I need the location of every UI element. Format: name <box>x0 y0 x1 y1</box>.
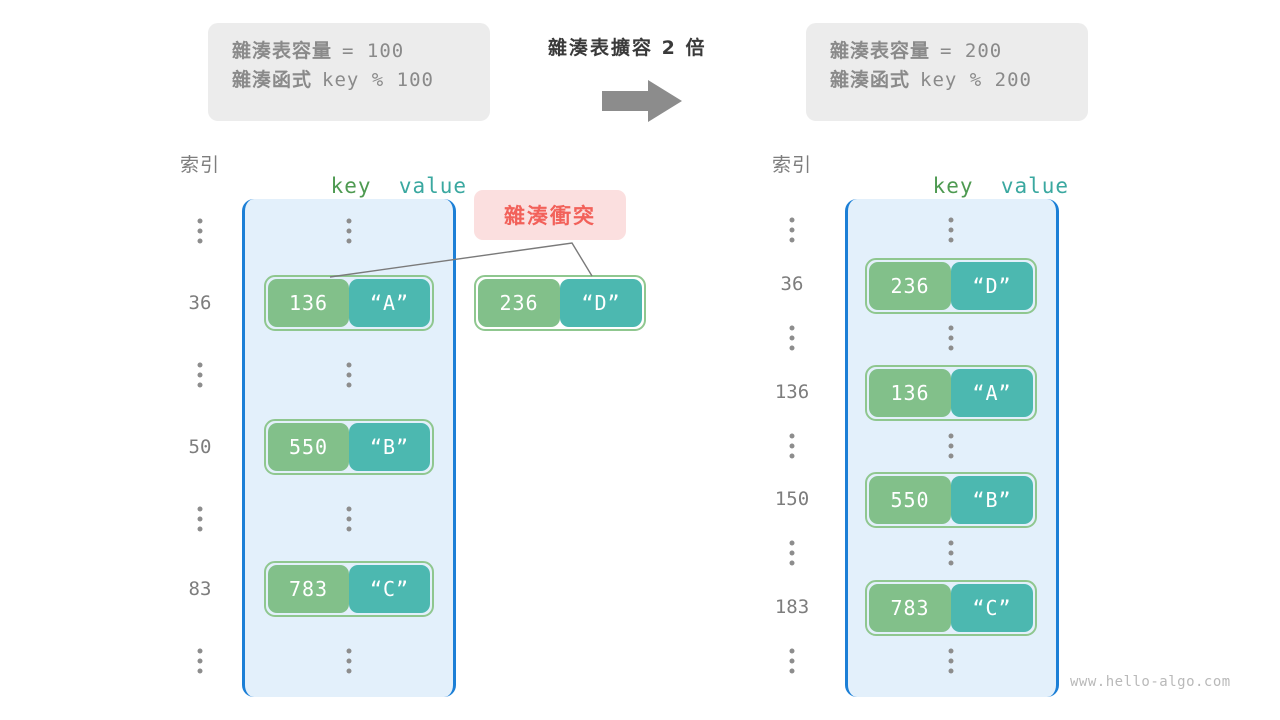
arrow-right-icon <box>602 80 682 126</box>
before-entry-3-key: 550 <box>268 423 349 471</box>
after-index-dots-0 <box>789 217 795 243</box>
before-dots-2 <box>346 362 352 388</box>
after-index-dots-6 <box>789 540 795 566</box>
before-function-expr: key % 100 <box>322 69 434 92</box>
after-value-header: value <box>1000 174 1070 198</box>
before-info-box: 雜湊表容量 = 100 雜湊函式 key % 100 <box>208 23 490 121</box>
before-index-1: 36 <box>188 292 212 314</box>
transition-title: 雜湊表擴容 2 倍 <box>548 37 707 59</box>
before-entry-5-key: 783 <box>268 565 349 613</box>
before-index-dots-6 <box>197 648 203 674</box>
after-capacity-label: 雜湊表容量 <box>830 40 931 62</box>
after-entry-7-value: “C” <box>951 584 1033 632</box>
after-kv-header: key value <box>878 150 1069 222</box>
after-function-label: 雜湊函式 <box>830 69 911 92</box>
after-entry-3-value: “A” <box>951 369 1033 417</box>
before-function-line: 雜湊函式 key % 100 <box>232 66 466 95</box>
after-dots-2 <box>948 325 954 351</box>
after-dots-0 <box>948 217 954 243</box>
before-dots-4 <box>346 506 352 532</box>
before-entry-1-value: “A” <box>349 279 430 327</box>
after-info-box: 雜湊表容量 = 200 雜湊函式 key % 200 <box>806 23 1088 121</box>
after-entry-7[interactable]: 783 “C” <box>865 580 1037 636</box>
after-index-5: 150 <box>774 488 810 510</box>
before-entry-1[interactable]: 136 “A” <box>264 275 434 331</box>
after-capacity-line: 雜湊表容量 = 200 <box>830 37 1064 66</box>
before-entry-5-value: “C” <box>349 565 430 613</box>
after-index-3: 136 <box>774 381 810 403</box>
after-index-dots-8 <box>789 648 795 674</box>
after-dots-8 <box>948 648 954 674</box>
after-index-header: 索引 <box>771 154 812 176</box>
after-index-1: 36 <box>780 273 804 295</box>
before-entry-3[interactable]: 550 “B” <box>264 419 434 475</box>
collision-entry-value: “D” <box>560 279 642 327</box>
before-kv-header: key value <box>276 150 467 222</box>
after-entry-5-value: “B” <box>951 476 1033 524</box>
after-entry-3-key: 136 <box>869 369 951 417</box>
after-entry-1-value: “D” <box>951 262 1033 310</box>
after-entry-1-key: 236 <box>869 262 951 310</box>
before-index-3: 50 <box>188 436 212 458</box>
before-key-header: key <box>330 174 372 198</box>
before-entry-3-value: “B” <box>349 423 430 471</box>
before-capacity-line: 雜湊表容量 = 100 <box>232 37 466 66</box>
collision-callout: 雜湊衝突 <box>474 190 626 240</box>
before-capacity-expr: = 100 <box>342 40 405 62</box>
before-index-5: 83 <box>188 578 212 600</box>
after-key-header: key <box>932 174 974 198</box>
collision-entry-key: 236 <box>478 279 560 327</box>
before-entry-1-key: 136 <box>268 279 349 327</box>
before-index-header: 索引 <box>179 154 220 176</box>
after-entry-5-key: 550 <box>869 476 951 524</box>
after-dots-6 <box>948 540 954 566</box>
before-index-dots-2 <box>197 362 203 388</box>
after-entry-3[interactable]: 136 “A” <box>865 365 1037 421</box>
after-capacity-expr: = 200 <box>940 40 1003 62</box>
before-index-dots-0 <box>197 218 203 244</box>
after-entry-5[interactable]: 550 “B” <box>865 472 1037 528</box>
after-entry-1[interactable]: 236 “D” <box>865 258 1037 314</box>
before-value-header: value <box>398 174 468 198</box>
before-entry-5[interactable]: 783 “C” <box>264 561 434 617</box>
before-capacity-label: 雜湊表容量 <box>232 40 333 62</box>
after-index-dots-4 <box>789 433 795 459</box>
collision-entry[interactable]: 236 “D” <box>474 275 646 331</box>
after-index-dots-2 <box>789 325 795 351</box>
after-function-expr: key % 200 <box>920 69 1032 92</box>
after-entry-7-key: 783 <box>869 584 951 632</box>
after-index-7: 183 <box>774 596 810 618</box>
after-function-line: 雜湊函式 key % 200 <box>830 66 1064 95</box>
before-index-dots-4 <box>197 506 203 532</box>
after-dots-4 <box>948 433 954 459</box>
before-dots-6 <box>346 648 352 674</box>
watermark: www.hello-algo.com <box>1070 674 1231 690</box>
before-dots-0 <box>346 218 352 244</box>
before-function-label: 雜湊函式 <box>232 69 313 92</box>
